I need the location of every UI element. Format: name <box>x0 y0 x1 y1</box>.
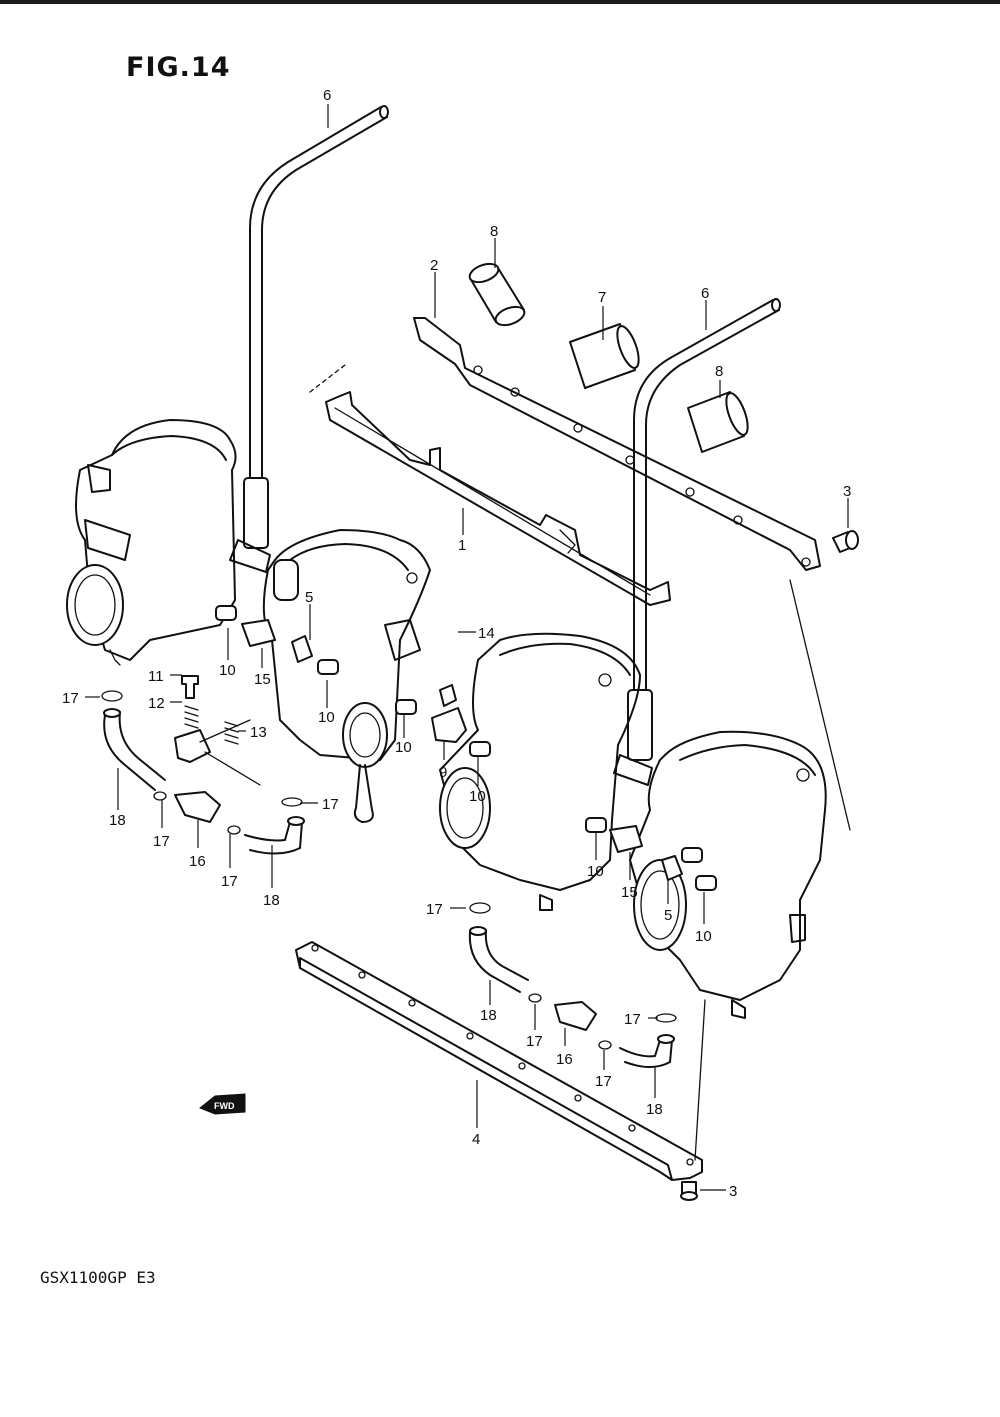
callout-3: 3 <box>729 1183 737 1200</box>
cap-8-right <box>687 391 749 453</box>
fittings-center <box>395 684 491 757</box>
top-border <box>0 0 1000 4</box>
callout-17: 17 <box>62 690 79 707</box>
screw-3-upper <box>832 530 859 553</box>
screw-3-lower <box>680 1181 698 1201</box>
carburetor-2 <box>262 529 431 823</box>
callout-7: 7 <box>598 289 606 306</box>
callout-17: 17 <box>526 1033 543 1050</box>
callout-10: 10 <box>587 863 604 880</box>
fittings-left <box>215 605 339 675</box>
bracket-lower <box>309 364 671 606</box>
vent-tube-right <box>613 298 781 786</box>
callout-18: 18 <box>480 1007 497 1024</box>
callout-labels: 6 8 2 7 6 8 3 1 5 14 10 15 11 17 12 13 1… <box>62 87 851 1200</box>
callout-9: 9 <box>439 764 447 781</box>
callout-4: 4 <box>472 1131 480 1148</box>
carburetor-3 <box>439 632 641 911</box>
callout-17: 17 <box>322 796 339 813</box>
fittings-right <box>585 817 717 891</box>
cap-8-left <box>468 262 526 327</box>
adjuster-screw-assembly <box>174 675 261 786</box>
bracket-upper <box>413 317 821 571</box>
callout-3: 3 <box>843 483 851 500</box>
callout-8: 8 <box>715 363 723 380</box>
forward-arrow-icon <box>199 1093 246 1115</box>
model-code: GSX1100GP E3 <box>40 1268 156 1287</box>
hose-set-right <box>468 902 677 1068</box>
callout-10: 10 <box>219 662 236 679</box>
carburetor-4 <box>629 730 827 1019</box>
callout-18: 18 <box>109 812 126 829</box>
callout-2: 2 <box>430 257 438 274</box>
callout-15: 15 <box>621 884 638 901</box>
callout-10: 10 <box>318 709 335 726</box>
callout-18: 18 <box>646 1101 663 1118</box>
callout-17: 17 <box>426 901 443 918</box>
callout-18: 18 <box>263 892 280 909</box>
callout-10: 10 <box>695 928 712 945</box>
callout-8: 8 <box>490 223 498 240</box>
callout-16: 16 <box>556 1051 573 1068</box>
leader-lines <box>85 104 849 1191</box>
callout-5: 5 <box>305 589 313 606</box>
vent-tube-left <box>229 105 389 573</box>
figure-title: FIG.14 <box>126 52 231 83</box>
callout-1: 1 <box>458 537 466 554</box>
assembly-guide-lines <box>694 579 851 1161</box>
callout-14: 14 <box>478 625 495 642</box>
callout-11: 11 <box>148 668 164 685</box>
carburetor-1 <box>66 419 237 666</box>
callout-17: 17 <box>595 1073 612 1090</box>
callout-10: 10 <box>469 788 486 805</box>
callout-17: 17 <box>153 833 170 850</box>
forward-label: FWD <box>214 1101 235 1111</box>
hose-set-left <box>101 690 305 855</box>
callout-12: 12 <box>148 695 165 712</box>
callout-17: 17 <box>624 1011 641 1028</box>
callout-17: 17 <box>221 873 238 890</box>
cap-7 <box>569 323 640 389</box>
callout-6: 6 <box>701 285 709 302</box>
callout-6: 6 <box>323 87 331 104</box>
callout-13: 13 <box>250 724 267 741</box>
callout-16: 16 <box>189 853 206 870</box>
callout-5: 5 <box>664 907 672 924</box>
callout-10: 10 <box>395 739 412 756</box>
callout-15: 15 <box>254 671 271 688</box>
bracket-bottom <box>295 941 703 1181</box>
